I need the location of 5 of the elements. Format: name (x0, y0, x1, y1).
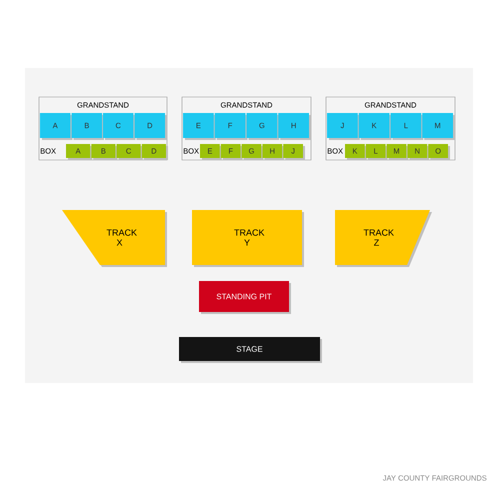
track-section: TRACK Z (335, 210, 432, 267)
standing-pit: STANDING PIT (199, 281, 291, 314)
track-section: TRACK X (62, 210, 167, 267)
track-section: TRACK Y (192, 210, 304, 267)
stage: STAGE (179, 337, 322, 363)
